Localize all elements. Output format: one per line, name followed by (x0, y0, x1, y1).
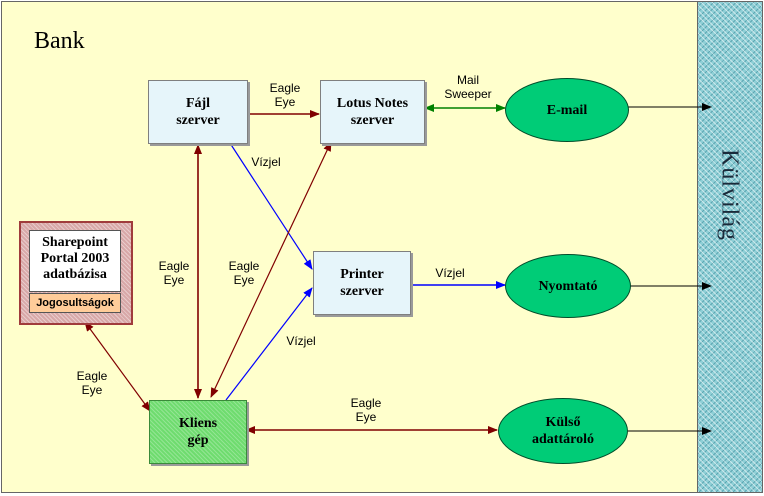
file-server-node: Fájl szerver (148, 80, 248, 144)
arrow-client-lotus (210, 141, 332, 398)
permissions-label: Jogosultságok (29, 293, 121, 313)
mail-sweeper-label: Mail Sweeper (444, 73, 492, 101)
bank-title: Bank (34, 28, 85, 54)
watermark-label-client: Vízjel (286, 334, 316, 348)
eagle-eye-label-bottom: Eagle Eye (350, 396, 382, 424)
email-node: E-mail (505, 78, 629, 142)
watermark-label-file: Vízjel (251, 155, 281, 169)
eagle-eye-label-left: Eagle Eye (158, 259, 190, 287)
outside-world-area (697, 1, 763, 493)
eagle-eye-label-top: Eagle Eye (269, 81, 301, 109)
watermark-label-printer: Vízjel (435, 266, 465, 280)
arrow-client-printer (225, 287, 313, 401)
printer-node: Nyomtató (505, 254, 631, 318)
sharepoint-node: Sharepoint Portal 2003 adatbázisa (29, 230, 121, 292)
eagle-eye-label-sharepoint: Eagle Eye (76, 369, 108, 397)
arrow-sharepoint-client (84, 321, 151, 412)
outside-world-label: Külvilág (716, 149, 743, 241)
external-storage-node: Külső adattároló (498, 398, 628, 464)
client-node: Kliens gép (149, 400, 247, 464)
eagle-eye-label-mid: Eagle Eye (228, 259, 260, 287)
printer-server-node: Printer szerver (313, 251, 411, 315)
lotus-notes-node: Lotus Notes szerver (320, 80, 425, 144)
